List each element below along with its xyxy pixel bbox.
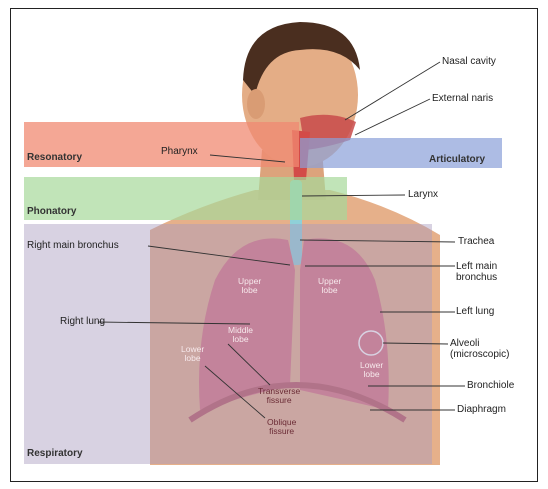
transverse-fissure-line2: fissure [258,396,300,405]
label-diaphragm: Diaphragm [457,404,506,415]
label-right-main-bronchus: Right main bronchus [27,240,119,251]
label-alveoli-line2: (microscopic) [450,349,509,360]
upper-lobe-left-line2: lobe [318,286,341,295]
label-left-main-bronchus: Left main bronchus [456,261,497,283]
label-trachea: Trachea [458,236,494,247]
label-upper-lobe-left: Upper lobe [318,277,341,295]
label-external-naris: External naris [432,93,493,104]
label-left-main-bronchus-line2: bronchus [456,272,497,283]
phonatory-label: Phonatory [27,206,76,217]
label-alveoli: Alveoli (microscopic) [450,338,509,360]
oblique-fissure-line2: fissure [267,427,296,436]
label-right-lung: Right lung [60,316,105,327]
lower-lobe-left-line2: lobe [360,370,383,379]
label-larynx: Larynx [408,189,438,200]
label-pharynx: Pharynx [161,146,198,157]
label-lower-lobe-left: Lower lobe [360,361,383,379]
label-upper-lobe-right: Upper lobe [238,277,261,295]
upper-lobe-right-line2: lobe [238,286,261,295]
label-lower-lobe-right: Lower lobe [181,345,204,363]
ear-shape [247,89,265,119]
label-middle-lobe: Middle lobe [228,326,253,344]
label-nasal-cavity: Nasal cavity [442,56,496,67]
label-left-lung: Left lung [456,306,494,317]
label-bronchiole: Bronchiole [467,380,514,391]
respiratory-label: Respiratory [27,448,83,459]
lower-lobe-right-line2: lobe [181,354,204,363]
resonatory-label: Resonatory [27,152,82,163]
label-oblique-fissure: Oblique fissure [267,418,296,436]
label-alveoli-line1: Alveoli [450,338,509,349]
middle-lobe-line2: lobe [228,335,253,344]
label-transverse-fissure: Transverse fissure [258,387,300,405]
articulatory-label: Articulatory [429,154,485,165]
label-left-main-bronchus-line1: Left main [456,261,497,272]
